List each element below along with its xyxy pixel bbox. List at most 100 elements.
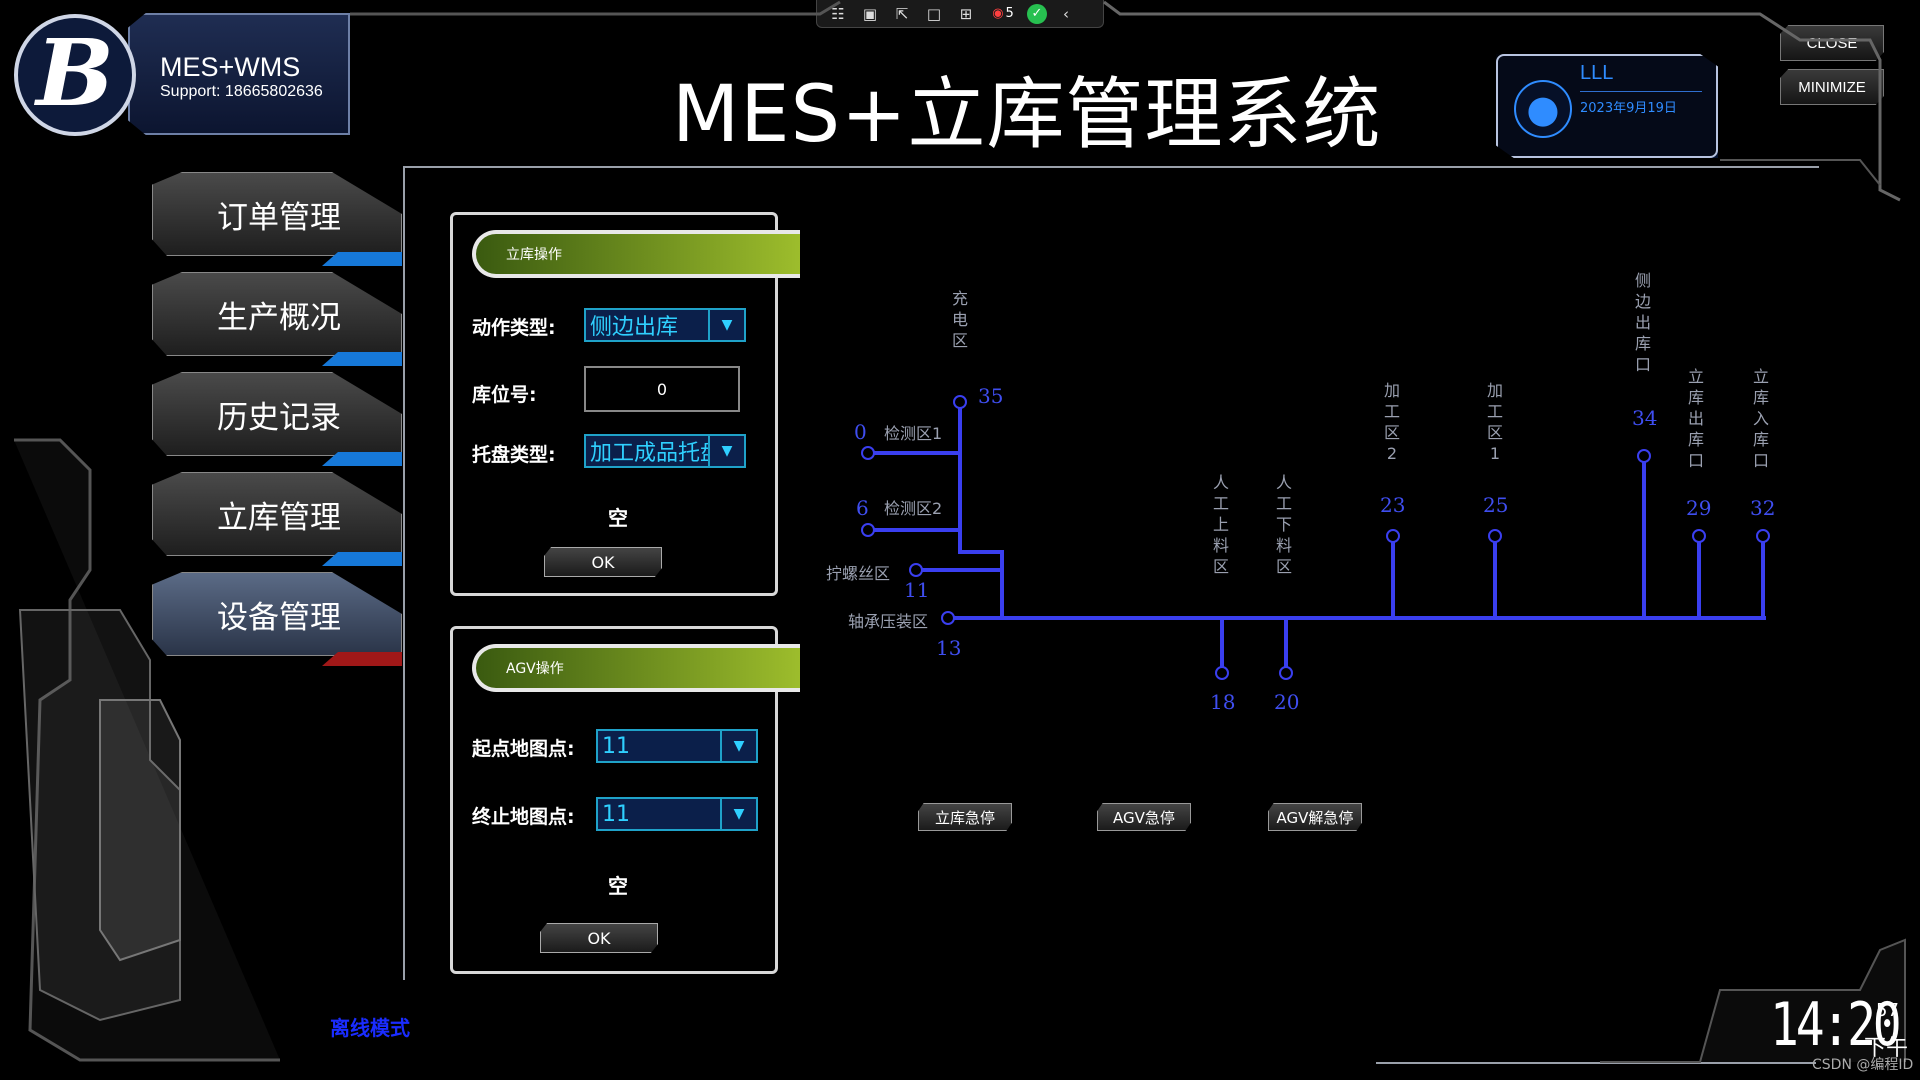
label-manual-load: 人工上料区 <box>1212 473 1229 576</box>
label-charge-area: 充电区 <box>951 289 968 350</box>
user-date: 2023年9月19日 <box>1580 101 1677 116</box>
watermark: CSDN @编程ID <box>1812 1057 1914 1073</box>
logo: B <box>14 14 136 136</box>
node-number: 29 <box>1686 496 1712 520</box>
track-focus-icon[interactable]: ⊞ <box>959 4 973 23</box>
route-segment <box>958 400 1004 618</box>
chevron-down-icon[interactable]: ▼ <box>708 436 744 466</box>
nav-label: 历史记录 <box>217 399 341 436</box>
brand-name: MES+WMS <box>160 52 301 82</box>
map-node <box>1488 529 1502 543</box>
frame-bottom-line <box>1376 1062 1816 1064</box>
label-manual-unload: 人工下料区 <box>1275 473 1292 576</box>
node-number: 13 <box>936 636 962 660</box>
node-number: 34 <box>1632 406 1658 430</box>
agv-op-header: AGV操作 <box>472 644 800 692</box>
warehouse-ok-button[interactable]: OK <box>544 547 662 577</box>
binding-errors-counter[interactable]: ◉5 <box>985 3 1021 25</box>
end-point-select[interactable]: 11 ▼ <box>596 797 758 831</box>
nav-indicator <box>322 252 402 266</box>
node-number: 25 <box>1483 493 1509 517</box>
agv-emergency-stop-button[interactable]: AGV急停 <box>1097 803 1191 831</box>
map-node <box>1692 529 1706 543</box>
select-value: 11 <box>602 801 630 827</box>
label-warehouse-in: 立库入库口 <box>1752 367 1769 470</box>
label-bearing-area: 轴承压装区 <box>848 612 929 631</box>
label-process-2: 加工区2 <box>1383 381 1400 463</box>
warehouse-emergency-stop-button[interactable]: 立库急停 <box>918 803 1012 831</box>
select-element-icon[interactable]: ⇱ <box>895 4 909 23</box>
nav-label: 生产概况 <box>217 299 341 336</box>
label-warehouse-out: 立库出库口 <box>1687 367 1704 470</box>
frame-top-line <box>405 166 1819 168</box>
close-button[interactable]: CLOSE <box>1780 25 1884 61</box>
user-panel <box>1496 54 1718 158</box>
node-number: 18 <box>1210 690 1236 714</box>
chevron-down-icon[interactable]: ▼ <box>720 731 756 761</box>
warehouse-op-header: 立库操作 <box>472 230 800 278</box>
select-value: 加工成品托盘 <box>590 441 708 466</box>
offline-mode-status: 离线模式 <box>330 1016 410 1040</box>
node-number: 23 <box>1380 493 1406 517</box>
select-value: 侧边出库 <box>590 315 679 340</box>
support-phone: Support: 18665802636 <box>160 83 323 100</box>
display-layout-icon[interactable]: □ <box>926 4 942 23</box>
nav-label: 立库管理 <box>217 499 341 536</box>
record-icon[interactable]: ▣ <box>862 4 878 23</box>
live-tree-icon[interactable]: ☷ <box>831 4 845 23</box>
clock-ampm: 下午 <box>1864 1036 1909 1061</box>
node-number: 35 <box>978 384 1004 408</box>
node-number: 0 <box>854 420 867 444</box>
chevron-down-icon[interactable]: ▼ <box>708 310 744 340</box>
clock-seconds: 57 <box>1876 1000 1899 1021</box>
node-number: 20 <box>1274 690 1300 714</box>
nav-label: 订单管理 <box>217 199 341 236</box>
action-type-label: 动作类型: <box>472 317 556 339</box>
map-node <box>909 563 923 577</box>
map-node <box>1637 449 1651 463</box>
collapse-icon[interactable]: ‹ <box>1063 4 1069 23</box>
nav-indicator <box>322 552 402 566</box>
node-number: 6 <box>856 496 869 520</box>
page-title: MES+立库管理系统 <box>672 70 1382 160</box>
map-node <box>1215 666 1229 680</box>
map-node <box>941 611 955 625</box>
map-node <box>861 446 875 460</box>
start-point-select[interactable]: 11 ▼ <box>596 729 758 763</box>
map-node <box>1756 529 1770 543</box>
error-icon: ◉ <box>992 6 1004 21</box>
error-count: 5 <box>1005 6 1014 21</box>
nav-indicator <box>322 352 402 366</box>
user-name: LLL <box>1580 62 1614 84</box>
pallet-type-select[interactable]: 加工成品托盘 ▼ <box>584 434 746 468</box>
end-point-label: 终止地图点: <box>472 806 575 828</box>
label-process-1: 加工区1 <box>1486 381 1503 463</box>
clock-time: 14:20 <box>1770 990 1902 1060</box>
minimize-button[interactable]: MINIMIZE <box>1780 69 1884 105</box>
map-node <box>861 523 875 537</box>
action-type-select[interactable]: 侧边出库 ▼ <box>584 308 746 342</box>
nav-active-indicator <box>322 652 402 666</box>
node-number: 32 <box>1750 496 1776 520</box>
warehouse-status: 空 <box>608 506 628 530</box>
start-point-label: 起点地图点: <box>472 738 575 760</box>
nav-label: 设备管理 <box>217 599 341 636</box>
map-node <box>1279 666 1293 680</box>
check-icon[interactable]: ✓ <box>1027 3 1047 24</box>
user-icon: ● <box>1514 80 1572 138</box>
agv-ok-button[interactable]: OK <box>540 923 658 953</box>
frame-left-line <box>403 166 405 980</box>
agv-release-stop-button[interactable]: AGV解急停 <box>1268 803 1362 831</box>
chevron-down-icon[interactable]: ▼ <box>720 799 756 829</box>
agv-status: 空 <box>608 874 628 898</box>
map-node <box>953 395 967 409</box>
node-number: 11 <box>904 578 930 602</box>
slot-number-label: 库位号: <box>472 384 537 406</box>
brand-plate <box>128 13 350 135</box>
debug-toolbar: ☷ ▣ ⇱ □ ⊞ ◉5 ✓ ‹ <box>816 0 1104 28</box>
slot-number-input[interactable]: 0 <box>584 366 740 412</box>
map-node <box>1386 529 1400 543</box>
pallet-type-label: 托盘类型: <box>472 444 556 466</box>
